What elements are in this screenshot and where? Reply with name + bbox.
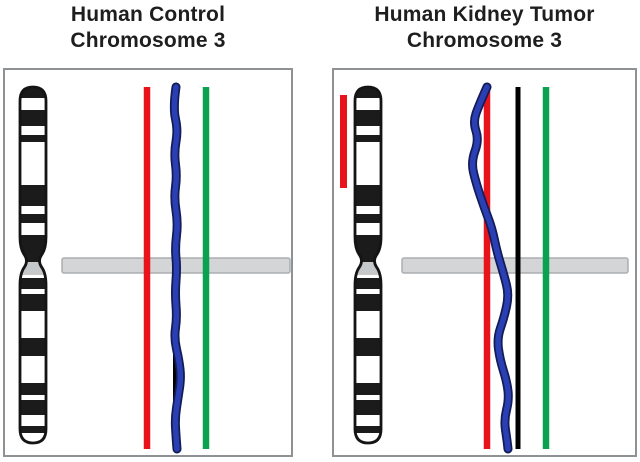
red-reference-line xyxy=(483,87,491,449)
chromosome-band-black xyxy=(355,135,381,142)
chromosome-band-black xyxy=(20,400,46,415)
panel-title-control-line2: Chromosome 3 xyxy=(70,29,226,52)
panel-title-control: Human Control Chromosome 3 xyxy=(3,2,293,54)
black-center-line xyxy=(515,87,521,449)
chromosome-band-black xyxy=(20,185,46,206)
centromere-position-bar xyxy=(401,257,629,274)
green-reference-line xyxy=(202,87,210,449)
chromosome-outline xyxy=(18,85,48,445)
chromosome-ideogram xyxy=(353,85,383,445)
panel-title-tumor: Human Kidney Tumor Chromosome 3 xyxy=(332,2,637,54)
chromosome-band-black xyxy=(20,338,46,356)
chromosome-band-black xyxy=(355,278,381,289)
tumor-figure-svg xyxy=(332,68,637,457)
chromosome-ideogram xyxy=(18,85,48,445)
chromosome-band-black xyxy=(355,87,381,98)
chromosome-band-black xyxy=(20,294,46,311)
chromosome-band-black xyxy=(20,278,46,289)
panel-title-tumor-line2: Chromosome 3 xyxy=(406,29,563,52)
chromosome-band-black xyxy=(355,294,381,311)
chromosome-band-black xyxy=(355,338,381,356)
panel-title-control-line1: Human Control xyxy=(70,3,226,26)
chromosome-band-black xyxy=(355,214,381,223)
blue-ratio-profile xyxy=(171,84,184,452)
chromosome-band-black xyxy=(20,383,46,395)
blue-ratio-profile xyxy=(469,84,512,452)
chromosome-band-black xyxy=(20,135,46,142)
panel-title-tumor-line1: Human Kidney Tumor xyxy=(374,3,595,26)
chromosome-band-black xyxy=(20,110,46,126)
chromosome-outline xyxy=(353,85,383,445)
chromosome-band-black xyxy=(20,214,46,223)
chromosome-band-black xyxy=(355,426,381,433)
control-figure-svg xyxy=(3,68,293,457)
red-reference-line xyxy=(143,87,151,449)
deletion-indicator-bar xyxy=(340,95,347,188)
panel-control xyxy=(3,68,293,457)
chromosome-band-black xyxy=(355,110,381,126)
green-reference-line xyxy=(542,87,550,449)
chromosome-band-black xyxy=(355,185,381,206)
chromosome-band-black xyxy=(355,383,381,395)
chromosome-band-black xyxy=(355,400,381,415)
chromosome-band-black xyxy=(20,87,46,98)
chromosome-band-black xyxy=(20,426,46,433)
panel-tumor xyxy=(332,68,637,457)
